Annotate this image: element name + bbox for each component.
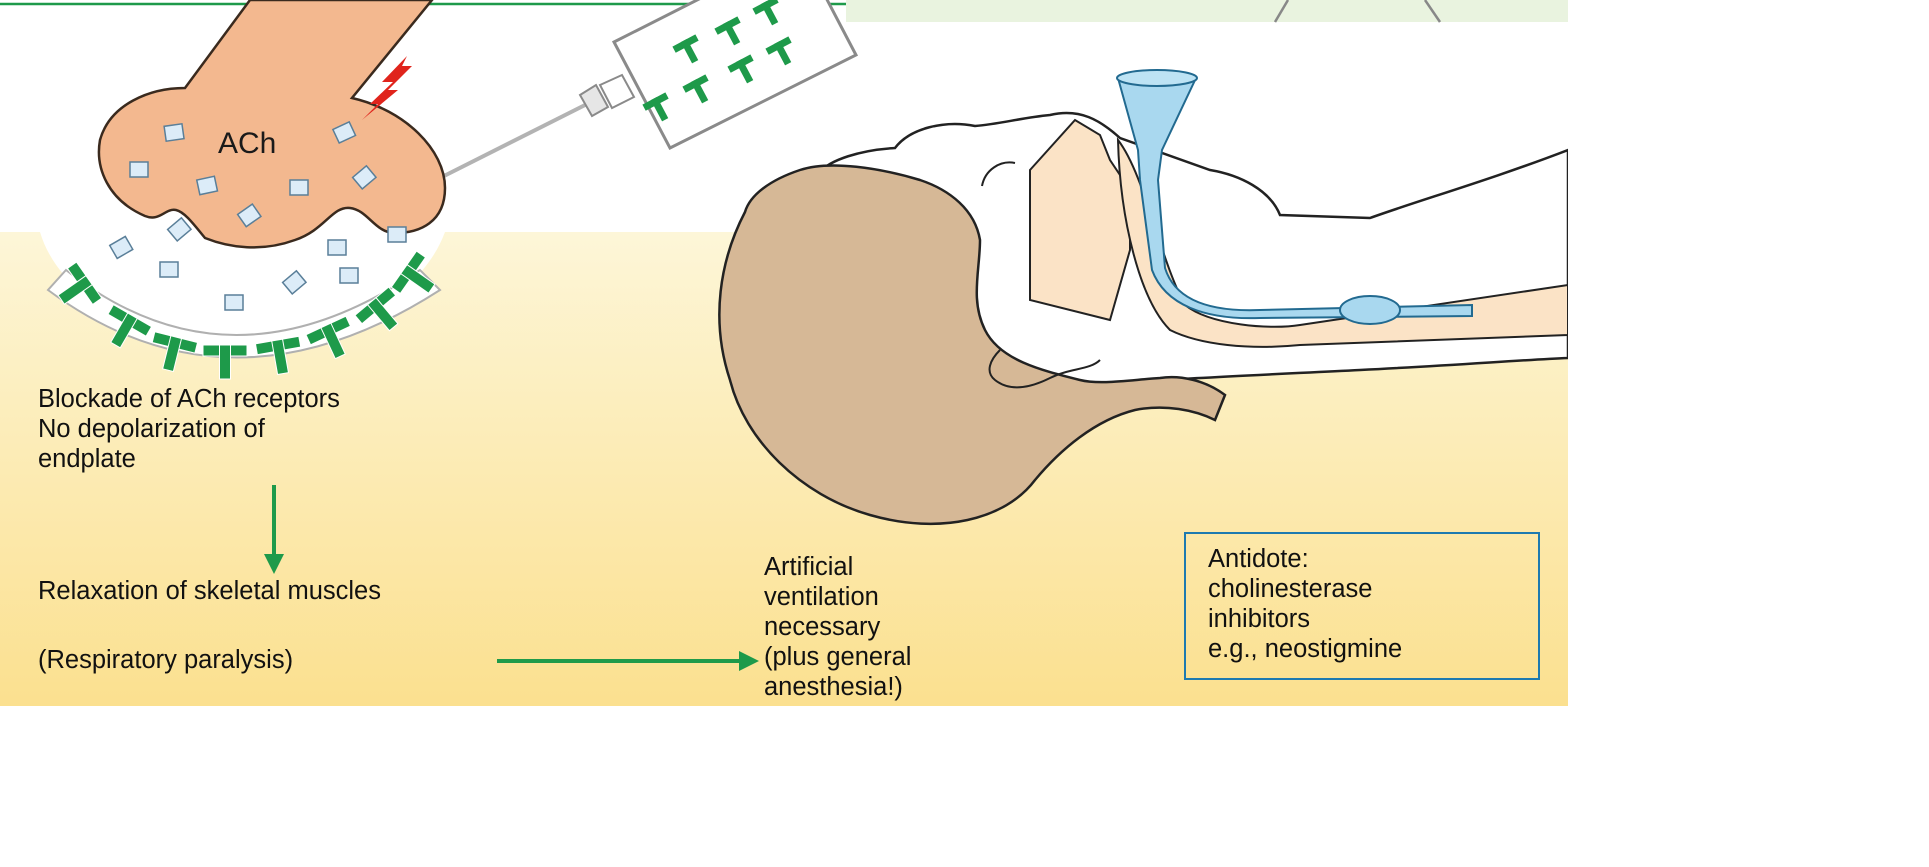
blockade-label: Blockade of ACh receptors No depolarizat… xyxy=(38,384,340,474)
syringe xyxy=(440,0,875,178)
relaxation-label: Relaxation of skeletal muscles xyxy=(38,576,381,606)
nerve-terminal xyxy=(99,0,445,247)
antidote-box: Antidote: cholinesterase inhibitors e.g.… xyxy=(1184,532,1540,680)
respiratory-paralysis-label: (Respiratory paralysis) xyxy=(38,645,293,675)
artificial-ventilation-label: Artificial ventilation necessary (plus g… xyxy=(764,552,911,702)
antidote-label: Antidote: cholinesterase inhibitors e.g.… xyxy=(1208,544,1402,664)
ach-label: ACh xyxy=(218,127,276,161)
